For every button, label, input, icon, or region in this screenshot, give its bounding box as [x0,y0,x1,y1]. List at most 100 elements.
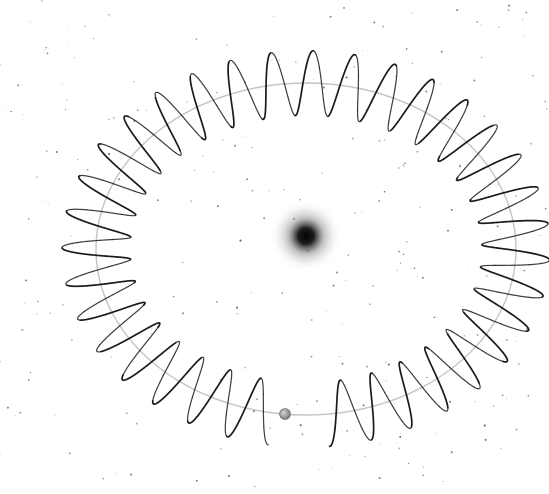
background-star [263,217,265,219]
background-star [456,9,458,11]
background-star [354,212,356,214]
background-star [451,451,453,453]
background-star [379,140,381,142]
background-star [403,253,405,255]
background-star [417,277,418,278]
background-star [256,398,258,400]
background-star [400,433,401,434]
background-star [65,241,66,242]
background-star [520,345,521,346]
background-star [47,53,49,55]
background-star [346,430,348,432]
background-star [486,276,487,277]
background-star [371,99,372,100]
background-star [214,96,215,97]
background-star [412,63,413,64]
background-star [406,241,408,243]
background-star [244,367,246,369]
background-star [524,27,525,28]
background-star [44,53,45,54]
background-star [113,117,115,119]
background-star [333,285,335,287]
background-star [345,280,346,281]
background-star [301,433,303,435]
background-star [41,0,43,2]
background-star [300,424,302,426]
background-star [216,92,218,94]
background-star [157,199,159,201]
background-star [384,139,385,140]
background-star [425,91,427,93]
background-star [484,424,486,426]
background-star [0,64,1,65]
background-star [182,312,184,314]
background-star [311,319,313,321]
background-star [385,362,387,364]
background-star [343,7,345,9]
background-star [327,311,328,312]
background-star [528,395,530,397]
background-star [408,463,410,465]
coil-segment [263,394,264,427]
background-star [130,474,132,476]
background-star [395,76,396,77]
background-star [254,486,255,487]
background-star [506,339,508,341]
background-star [373,22,375,24]
background-star [380,443,381,444]
background-star [216,301,218,303]
background-star [7,407,9,409]
background-star [48,203,49,204]
background-star [252,190,254,192]
background-star [108,14,109,15]
background-star [481,25,482,26]
background-star [523,35,524,36]
background-star [498,26,499,27]
background-star [414,267,416,269]
background-star [21,329,23,331]
background-star [226,45,227,46]
background-star [151,328,152,329]
background-star [518,363,520,365]
background-star [417,151,419,153]
background-star [434,316,436,318]
background-star [379,302,380,303]
background-star [222,139,223,140]
background-star [281,292,283,294]
central-star [270,200,342,272]
background-star [84,25,85,26]
background-star [451,209,453,211]
background-star [364,456,365,457]
background-star [508,9,510,11]
background-star [546,108,548,110]
background-star [508,5,510,7]
background-star [366,366,368,368]
background-star [46,150,48,152]
background-star [475,401,476,402]
background-star [150,333,151,334]
background-star [362,50,363,51]
background-star [485,439,487,441]
background-star [388,364,390,366]
background-star [246,178,248,180]
background-star [426,377,427,378]
background-star [339,356,340,357]
background-star [11,111,12,112]
background-star [323,86,325,88]
background-star [28,218,30,220]
background-star [5,106,6,107]
background-star [477,334,478,335]
background-star [423,466,424,467]
background-star [133,81,134,82]
background-star [194,170,195,171]
background-star [362,212,363,213]
background-star [269,427,271,429]
background-star [398,448,400,450]
background-star [515,195,517,197]
background-star [62,304,64,306]
background-star [515,341,516,342]
background-star [524,270,526,272]
background-star [372,285,374,287]
background-star [545,208,547,210]
background-star [174,143,175,144]
